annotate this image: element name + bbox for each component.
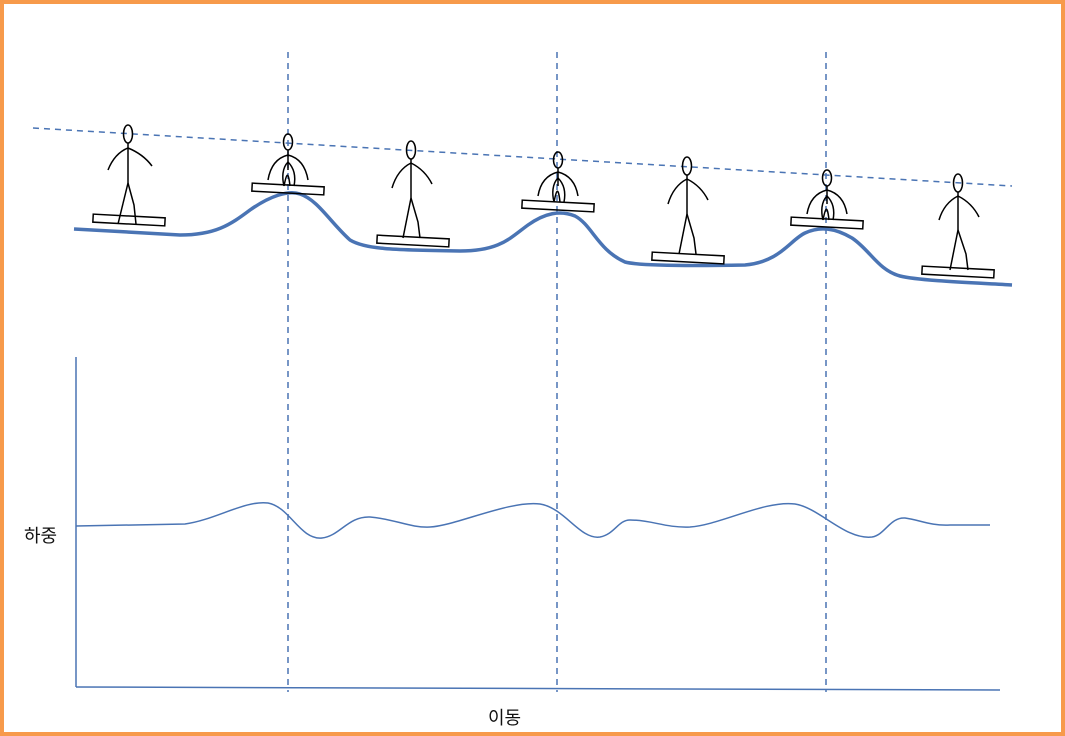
skier-crouched-2 xyxy=(521,151,595,213)
terrain-profile xyxy=(73,191,1013,287)
skier-standing-1 xyxy=(92,124,166,227)
skier-standing-3 xyxy=(651,156,725,265)
x-axis-label: 이동 xyxy=(488,708,522,729)
skier-standing-4 xyxy=(921,173,995,279)
skis xyxy=(376,234,450,248)
skis xyxy=(92,213,166,227)
x-axis xyxy=(75,686,1001,691)
skier-crouched-3 xyxy=(790,169,864,230)
load-curve xyxy=(75,502,990,539)
skis xyxy=(651,251,725,265)
head-height-trend-line xyxy=(32,127,1013,187)
skier-standing-2 xyxy=(376,140,450,248)
skis xyxy=(790,216,864,230)
skier-crouched-1 xyxy=(251,133,325,196)
skis xyxy=(521,199,595,213)
skis xyxy=(921,265,995,279)
skis xyxy=(251,182,325,196)
y-axis-label: 하중 xyxy=(24,526,58,547)
